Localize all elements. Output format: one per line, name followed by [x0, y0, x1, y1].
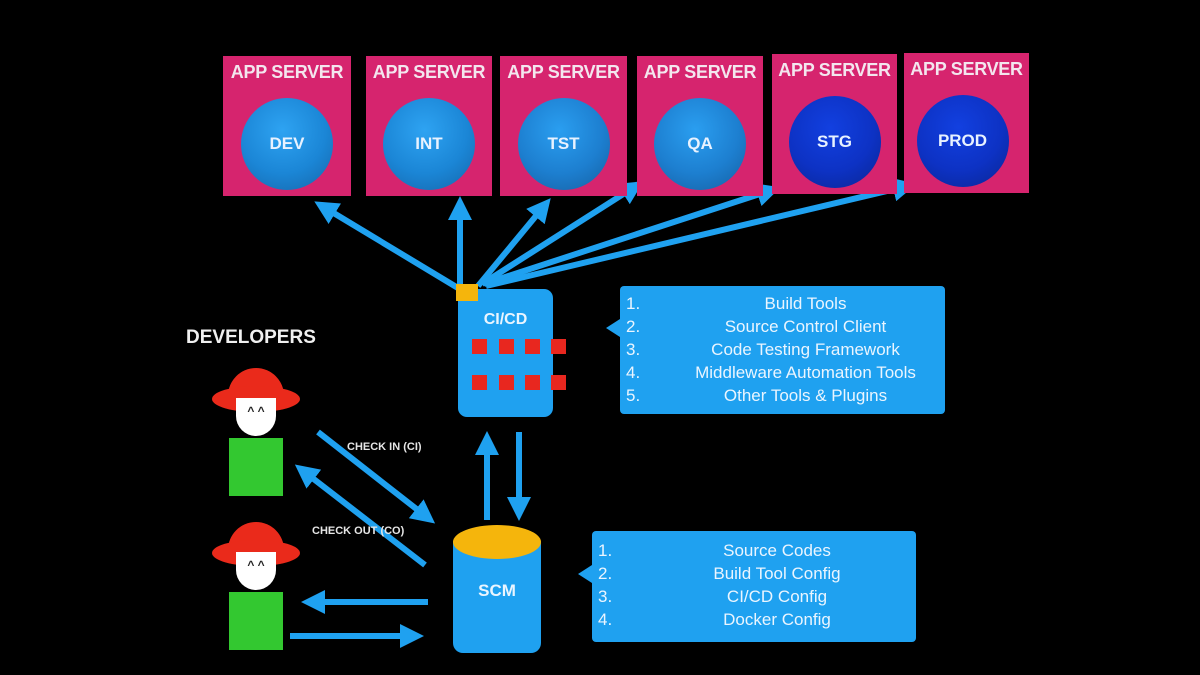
cicd-tools-callout: 1.Build Tools 2.Source Control Client 3.…	[620, 286, 945, 414]
cicd-job-square	[472, 375, 487, 390]
scm-contents-callout: 1.Source Codes 2.Build Tool Config 3.CI/…	[592, 531, 916, 642]
env-dev: DEV	[241, 98, 333, 190]
app-server-tst: APP SERVER TST	[500, 56, 627, 196]
developer-figure: ^ ^	[212, 368, 302, 498]
server-label: APP SERVER	[643, 62, 757, 82]
face-icon: ^ ^	[236, 398, 276, 436]
deploy-arrow-prod	[485, 177, 917, 289]
developer-body	[229, 592, 283, 650]
face-icon: ^ ^	[236, 552, 276, 590]
cicd-job-square	[472, 339, 487, 354]
scm-label: SCM	[478, 581, 516, 600]
scm-cylinder-top	[453, 525, 541, 559]
cicd-tool-item: 5.Other Tools & Plugins	[626, 385, 888, 405]
env-stg: STG	[788, 96, 881, 188]
deploy-arrow-stg	[483, 183, 781, 287]
scm-content-item: 2.Build Tool Config	[598, 563, 841, 583]
check-out-arrow	[294, 464, 427, 568]
cicd-job-square	[551, 339, 566, 354]
scm-content-item: 4.Docker Config	[598, 609, 831, 629]
cicd-server: CI/CD	[458, 289, 566, 417]
cicd-job-square	[499, 375, 514, 390]
scm-content-item: 3.CI/CD Config	[598, 586, 828, 606]
cicd-job-square	[525, 375, 540, 390]
app-server-stg: APP SERVER STG	[772, 54, 897, 194]
developers-title: DEVELOPERS	[186, 327, 316, 348]
app-server-prod: APP SERVER PROD	[904, 53, 1029, 193]
cicd-job-square	[551, 375, 566, 390]
server-label: APP SERVER	[230, 62, 344, 82]
env-tst: TST	[517, 98, 610, 190]
check-out-label: CHECK OUT (CO)	[312, 525, 405, 537]
scm-content-item: 1.Source Codes	[598, 540, 831, 560]
cicd-callout-pointer	[606, 319, 620, 337]
server-label: APP SERVER	[910, 59, 1023, 79]
app-server-qa: APP SERVER QA	[637, 56, 763, 196]
app-server-dev: APP SERVER DEV	[223, 56, 351, 196]
cicd-label: CI/CD	[483, 311, 528, 328]
deploy-arrow-tst	[475, 198, 551, 288]
app-server-int: APP SERVER INT	[366, 56, 492, 196]
scm-repository: SCM	[453, 525, 541, 653]
server-label: APP SERVER	[778, 60, 891, 80]
scm-cylinder-body	[453, 541, 541, 653]
deploy-arrow-qa	[480, 181, 644, 287]
cicd-deploy-port	[456, 284, 478, 301]
check-in-label: CHECK IN (CI)	[347, 441, 422, 453]
server-label: APP SERVER	[372, 62, 486, 82]
check-in-arrow	[316, 429, 436, 524]
developer-body	[229, 438, 283, 496]
scm-callout-pointer	[578, 565, 592, 583]
cicd-tool-item: 1.Build Tools	[626, 293, 847, 313]
server-label: APP SERVER	[507, 62, 620, 82]
cicd-tool-item: 3.Code Testing Framework	[626, 339, 900, 359]
deploy-arrow-dev	[314, 201, 460, 291]
env-prod: PROD	[916, 95, 1009, 187]
env-qa: QA	[654, 98, 746, 190]
cicd-tool-item: 4.Middleware Automation Tools	[626, 362, 916, 382]
cicd-tool-item: 2.Source Control Client	[626, 316, 887, 336]
developer-figure: ^ ^	[212, 522, 302, 652]
cicd-job-square	[525, 339, 540, 354]
env-int: INT	[383, 98, 475, 190]
cicd-job-square	[499, 339, 514, 354]
